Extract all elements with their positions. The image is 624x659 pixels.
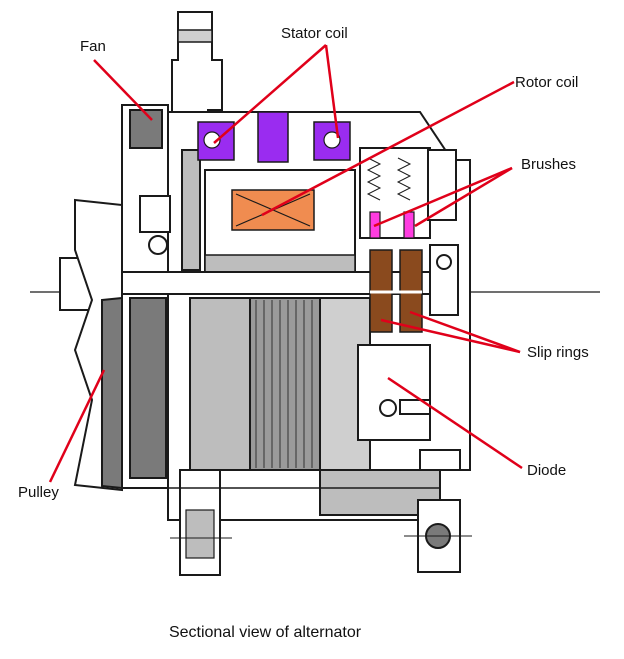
- stator-coil-label: Stator coil: [281, 25, 348, 42]
- alternator-body: [30, 11, 600, 576]
- leader-lines: [48, 44, 523, 483]
- diode-leader: [387, 376, 523, 470]
- diode-label: Diode: [527, 462, 567, 479]
- slip-rings-leader-right: [409, 310, 521, 354]
- rotor-coil-label: Rotor coil: [515, 74, 579, 91]
- pulley-label: Pulley: [18, 484, 59, 501]
- fan-leader: [93, 59, 153, 121]
- diode-assembly: [357, 344, 431, 441]
- brushes-leader-right: [414, 166, 513, 228]
- stator-leader-right: [324, 44, 340, 139]
- slip-rings-leader-left: [380, 318, 521, 354]
- stator-coil-windings: [197, 111, 351, 163]
- stator-leader-left: [213, 44, 327, 144]
- brushes-leader-left: [373, 166, 513, 228]
- slip-rings-label: Slip rings: [527, 344, 589, 361]
- diagram-caption: Sectional view of alternator: [168, 624, 362, 641]
- slip-rings-parts: [369, 249, 423, 333]
- brushes-label: Brushes: [521, 156, 577, 173]
- fan-label: Fan: [80, 38, 106, 55]
- rotor-leader: [261, 80, 515, 217]
- pulley-leader: [48, 369, 106, 483]
